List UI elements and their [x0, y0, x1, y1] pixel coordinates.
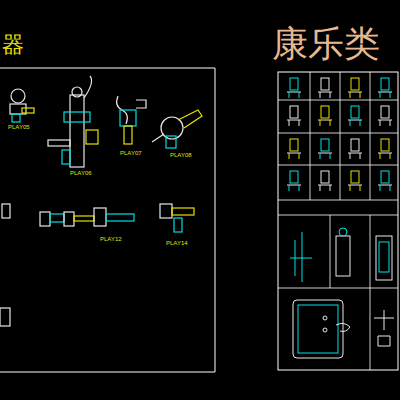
grid-line [289, 92, 290, 98]
grid-line [340, 72, 341, 200]
grid-line [370, 215, 371, 288]
grid-line [320, 120, 321, 126]
section-title: 康乐类 [272, 26, 380, 62]
equipment-icon [351, 106, 359, 118]
model-label: PLAY05 [8, 124, 30, 130]
panel-frame [0, 68, 215, 372]
grid-line [320, 153, 321, 159]
equipment-icon [351, 78, 359, 90]
model-label: PLAY12 [100, 236, 122, 242]
grid-line [390, 120, 391, 126]
table-frame [278, 72, 398, 370]
grid-line [278, 165, 398, 166]
equipment-icon [351, 139, 359, 151]
grid-line [330, 215, 331, 288]
equipment-icon [381, 139, 389, 151]
playground-structures [0, 76, 202, 326]
grid-line [330, 92, 331, 98]
equipment-icon [381, 78, 389, 90]
fitness-equipment-plans [290, 228, 394, 358]
equipment-icon [321, 106, 329, 118]
equipment-icon [290, 139, 298, 151]
model-label: PLAY07 [120, 150, 142, 156]
equipment-icon [351, 171, 359, 183]
grid-line [299, 92, 300, 98]
grid-line [380, 185, 381, 191]
grid-line [320, 92, 321, 98]
fitness-icons [287, 78, 392, 191]
grid-line [289, 185, 290, 191]
grid-line [390, 153, 391, 159]
grid-line [330, 120, 331, 126]
grid-line [278, 215, 398, 216]
grid-line [370, 72, 371, 200]
grid-line [360, 120, 361, 126]
grid-line [299, 120, 300, 126]
grid-line [320, 185, 321, 191]
grid-line [360, 92, 361, 98]
equipment-icon [290, 106, 298, 118]
equipment-icon [321, 78, 329, 90]
equipment-icon [321, 171, 329, 183]
equipment-icon [381, 106, 389, 118]
section-title: 器 [2, 34, 24, 56]
grid-line [360, 153, 361, 159]
model-label: PLAY14 [166, 240, 188, 246]
grid-line [299, 153, 300, 159]
model-label: PLAY06 [70, 170, 92, 176]
equipment-icon [381, 171, 389, 183]
grid-line [350, 153, 351, 159]
grid-line [289, 120, 290, 126]
grid-line [380, 120, 381, 126]
grid-line [350, 120, 351, 126]
grid-line [310, 72, 311, 200]
grid-line [370, 288, 371, 370]
grid-line [360, 185, 361, 191]
grid-line [278, 133, 398, 134]
grid-line [390, 185, 391, 191]
grid-line [380, 92, 381, 98]
grid-line [390, 92, 391, 98]
grid-line [380, 153, 381, 159]
grid-line [350, 92, 351, 98]
model-label: PLAY08 [170, 152, 192, 158]
grid-line [330, 185, 331, 191]
equipment-icon [321, 139, 329, 151]
grid-line [299, 185, 300, 191]
grid-line [278, 100, 398, 101]
equipment-icon [290, 171, 298, 183]
grid-line [278, 200, 398, 201]
grid-line [278, 288, 398, 289]
grid-line [350, 185, 351, 191]
grid-line [330, 153, 331, 159]
equipment-icon [290, 78, 298, 90]
grid-line [289, 153, 290, 159]
